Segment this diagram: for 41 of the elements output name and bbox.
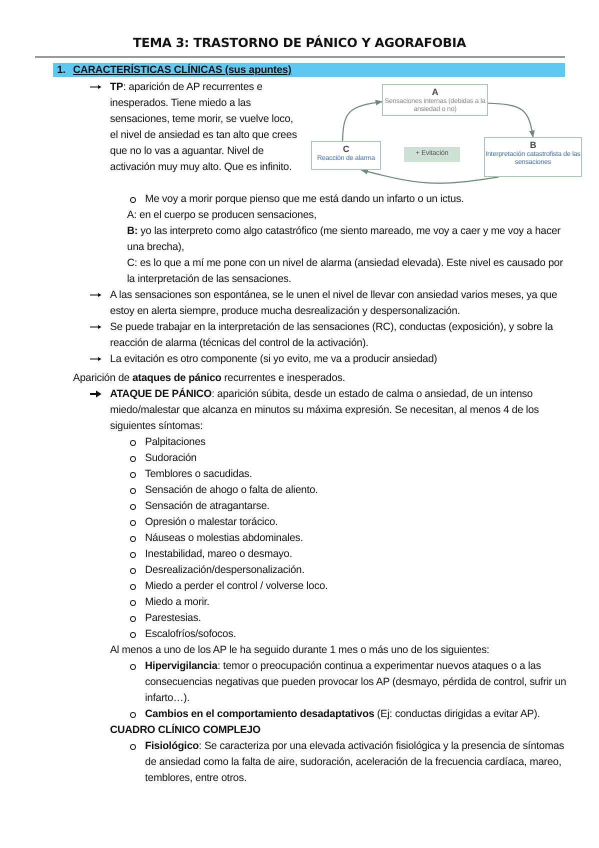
text-paragraph: Se puede trabajar en la interpretación de las sensaciones (RC), conductas (exposición), y sobre la reacción de alarma (técnicas del control de la activación). <box>110 320 554 351</box>
text-paragraph: Sensación de atragantarse. <box>145 499 271 514</box>
section-number: 1. <box>57 64 66 76</box>
text-paragraph: Palpitaciones <box>145 435 207 450</box>
text-paragraph: B: yo las interpreto como algo catastrófico (me siento mareado, me voy a caer y me voy a hacer una brecha), <box>127 224 562 255</box>
text-paragraph: Sudoración <box>145 451 198 466</box>
text-paragraph: TP: aparición de AP recurrentes e inesperados. Tiene miedo a las sensaciones, teme morir, se vuelve loco, el nivel de ansiedad es tan alto que crees que no lo vas a aguantar. Nivel de activación muy muy alto. Que es infinito. <box>110 80 298 175</box>
text-paragraph: Opresión o malestar torácico. <box>145 515 279 530</box>
text-paragraph: C: es lo que a mí me pone con un nivel de alarma (ansiedad elevada). Este nivel es causado por la interpretación de las sensaciones. <box>127 256 564 287</box>
text-paragraph: Miedo a perder el control / volverse loco. <box>145 579 329 594</box>
text-paragraph: La evitación es otro componente (si yo evito, me va a producir ansiedad) <box>110 352 438 367</box>
text-paragraph: Desrealización/despersonalización. <box>145 563 306 578</box>
page-title: TEMA 3: TRASTORNO DE PÁNICO Y AGORAFOBIA <box>132 35 468 50</box>
text-paragraph: Escalofríos/sofocos. <box>145 627 237 642</box>
text-paragraph: CUADRO CLÍNICO COMPLEJO <box>110 722 262 738</box>
curved-arrow <box>488 102 535 138</box>
text-paragraph: Cambios en el comportamiento desadaptativos (Ej: conductas dirigidas a evitar AP). <box>145 707 542 722</box>
process-box <box>484 137 582 177</box>
curved-arrow <box>342 100 383 142</box>
process-box <box>382 84 488 116</box>
text-paragraph: Náuseas o molestias abdominales. <box>145 531 304 546</box>
section-heading: CARACTERÍSTICAS CLÍNICAS (sus apuntes) <box>73 64 292 76</box>
text-paragraph: A las sensaciones son espontánea, se le unen el nivel de llevar con ansiedad varios meses, ya que estoy en alerta siempre, produce mucha desrealización y despersonalización. <box>110 288 558 319</box>
text-paragraph: Miedo a morir. <box>145 595 210 610</box>
text-paragraph: A: en el cuerpo se producen sensaciones, <box>127 208 318 223</box>
text-paragraph: Me voy a morir porque pienso que me está dando un infarto o un ictus. <box>145 192 465 207</box>
text-paragraph: Fisiológico: Se caracteriza por una elevada activación fisiológica y la presencia de síntomas de ansiedad como la falta de aire, sudoración, aceleración de la frecuencia cardíaca, mareo, temblores, entre otros. <box>145 739 566 786</box>
text-paragraph: Temblores o sacudidas. <box>145 467 254 482</box>
note-box <box>404 147 460 162</box>
node-letter: A <box>430 87 440 98</box>
text-paragraph: Inestabilidad, mareo o desmayo. <box>145 547 294 562</box>
text-paragraph: Sensación de ahogo o falta de aliento. <box>145 483 319 498</box>
text-paragraph: Hipervigilancia: temor o preocupación continua a experimentar nuevos ataques o a las consecuencias negativas que pueden provocar los AP (desmayo, pérdida de control, sufrir un infarto…). <box>145 659 567 706</box>
text-paragraph: ATAQUE DE PÁNICO: aparición súbita, desde un estado de calma o ansiedad, de un intenso miedo/malestar que alcanza en minutos su máxima expresión. Se necesitan, al menos 4 de los siguientes síntomas: <box>110 386 540 434</box>
text-paragraph: Aparición de ataques de pánico recurrentes e inesperados. <box>73 371 346 386</box>
node-letter: C <box>342 144 350 155</box>
text-paragraph: Al menos a uno de los AP le ha seguido durante 1 mes o más uno de los siguientes: <box>110 643 490 658</box>
node-letter: B <box>528 140 538 151</box>
curved-arrow <box>360 168 499 184</box>
process-box <box>311 141 381 170</box>
text-paragraph: Parestesias. <box>145 611 202 626</box>
